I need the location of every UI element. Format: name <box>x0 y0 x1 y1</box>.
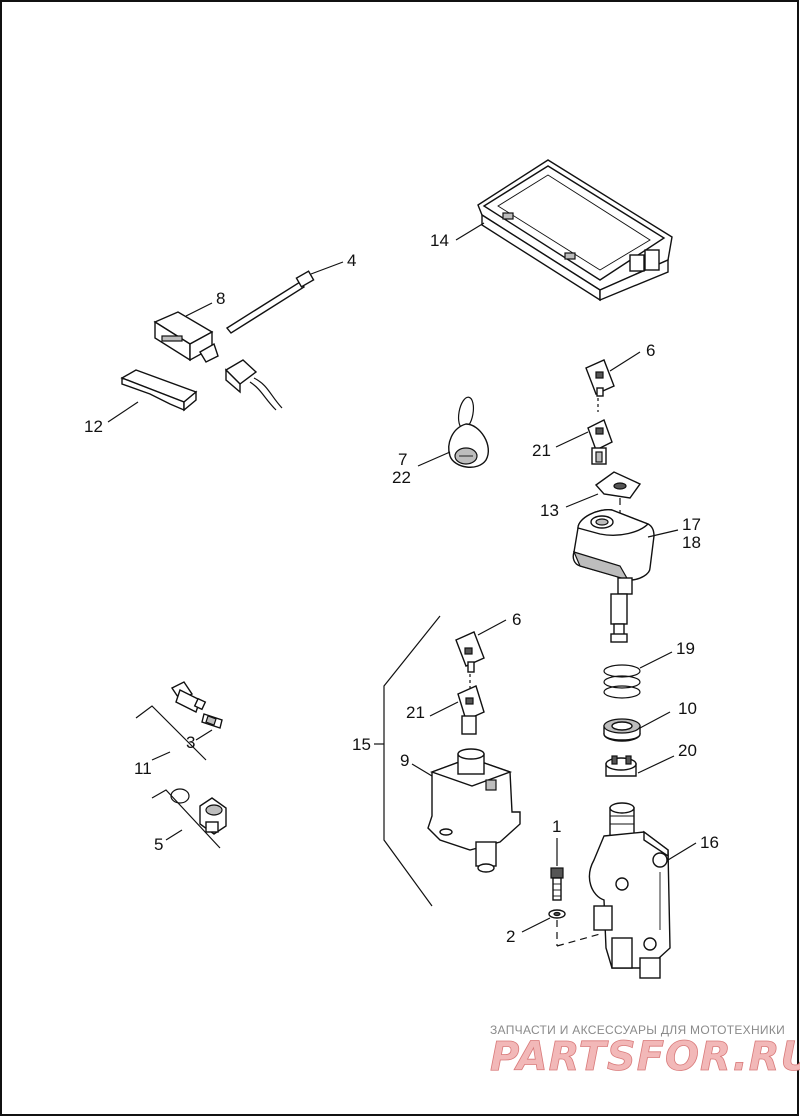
callout-8: 8 <box>216 289 225 308</box>
callout-1: 1 <box>552 817 561 836</box>
part-7-key-fob <box>448 396 489 468</box>
wire-plug <box>224 359 283 411</box>
watermark-tagline: ЗАПЧАСТИ И АКСЕССУАРЫ ДЛЯ МОТОТЕХНИКИ <box>490 1023 785 1037</box>
callout-13: 13 <box>540 501 559 520</box>
callout-21-upper: 21 <box>532 441 551 460</box>
part-14-module <box>477 159 673 302</box>
callout-12: 12 <box>84 417 103 436</box>
callout-6-lower: 6 <box>512 610 521 629</box>
callout-18: 18 <box>682 533 701 552</box>
callout-16: 16 <box>700 833 719 852</box>
part-21-key-lower <box>457 685 485 735</box>
callout-22: 22 <box>392 468 411 487</box>
callout-3: 3 <box>186 733 195 752</box>
part-17-switch-cover <box>572 509 655 643</box>
callout-19: 19 <box>676 639 695 658</box>
part-5-plug <box>170 788 227 835</box>
callout-9: 9 <box>400 751 409 770</box>
part-10-bushing <box>603 718 641 742</box>
callout-17: 17 <box>682 515 701 534</box>
bracket-11 <box>135 705 207 761</box>
part-9-lock-cylinder <box>427 748 521 873</box>
part-11-sensor <box>170 681 207 713</box>
callout-2: 2 <box>506 927 515 946</box>
part-2-washer <box>548 909 566 919</box>
part-13-plate <box>594 471 642 499</box>
callout-15: 15 <box>352 735 371 754</box>
callout-7: 7 <box>398 450 407 469</box>
part-19-rings <box>603 664 641 699</box>
part-8-connector <box>153 311 219 363</box>
callout-11: 11 <box>134 759 152 778</box>
part-16-lock-housing <box>588 802 671 979</box>
part-3-terminal <box>201 713 223 729</box>
callout-4: 4 <box>347 251 356 270</box>
part-6-key-upper <box>585 359 615 397</box>
part-20-cam <box>605 755 637 777</box>
watermark-logo: PARTSFOR.RU <box>490 1034 800 1080</box>
part-12-clip <box>120 369 198 412</box>
part-4-cable-tie <box>225 270 315 334</box>
callout-21-lower: 21 <box>406 703 425 722</box>
part-1-screw <box>550 867 564 901</box>
bracket-5 <box>151 789 221 849</box>
bracket-15 <box>383 615 441 907</box>
callout-5: 5 <box>154 835 163 854</box>
callout-10: 10 <box>678 699 697 718</box>
callout-6-upper: 6 <box>646 341 655 360</box>
part-21-key-upper <box>587 419 613 465</box>
callout-14: 14 <box>430 231 449 250</box>
callout-20: 20 <box>678 741 697 760</box>
part-6-key-lower <box>455 631 485 673</box>
